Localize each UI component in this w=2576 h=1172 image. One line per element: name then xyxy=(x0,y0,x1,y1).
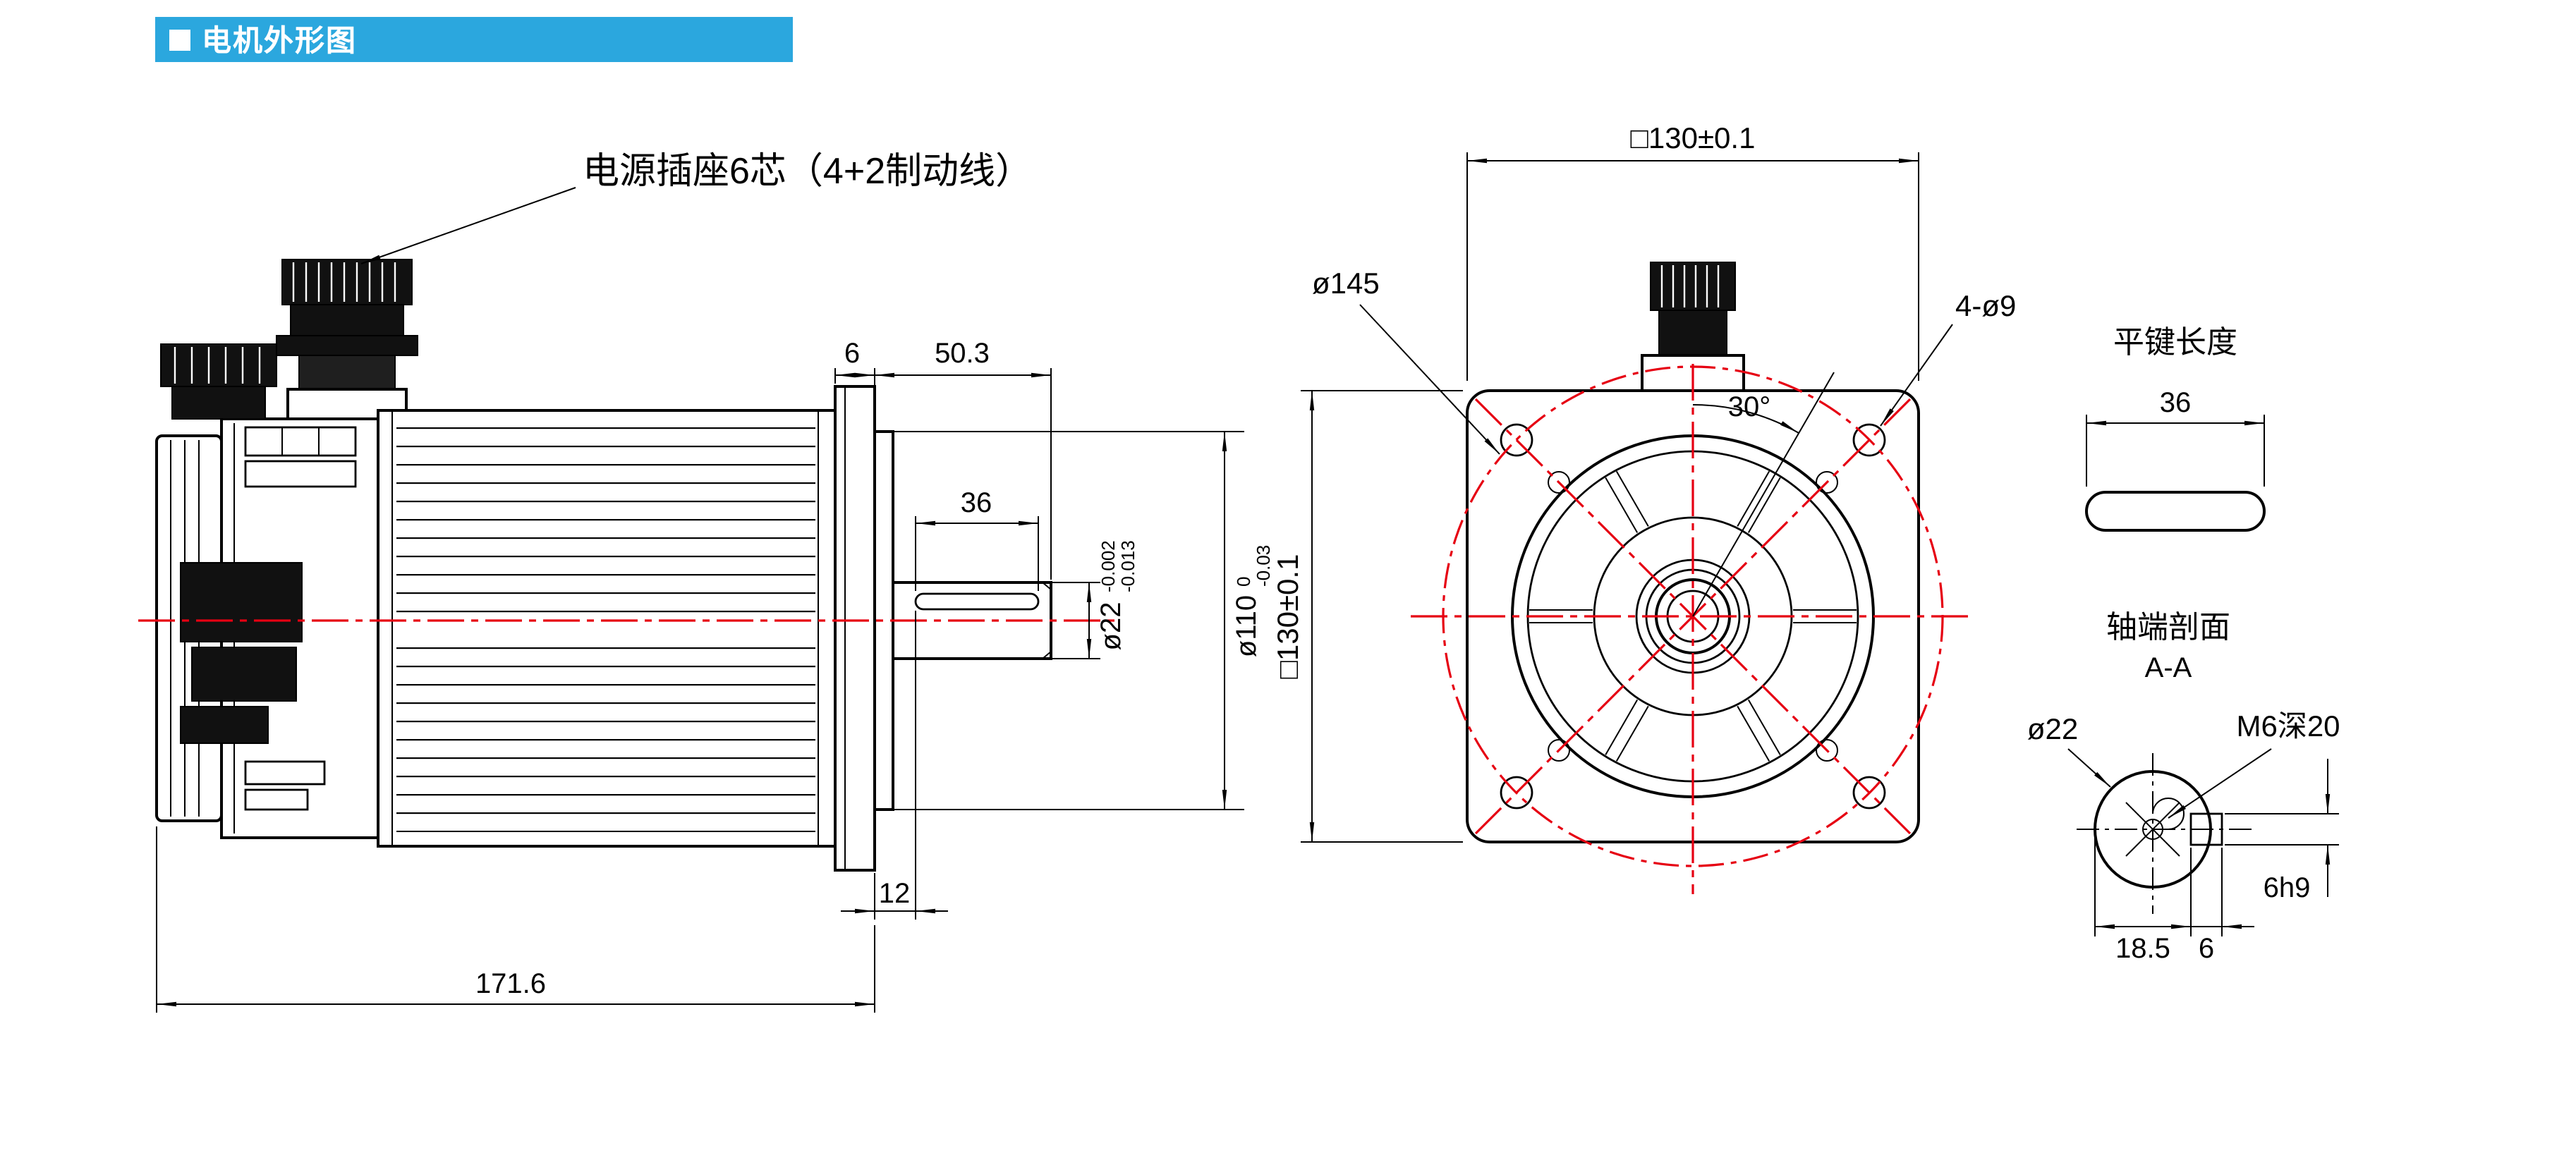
dim-flange-and-shaft: 6 50.3 xyxy=(834,338,1052,580)
header-square-icon xyxy=(169,29,190,50)
key-width-value: 6h9 xyxy=(2264,872,2311,903)
shaft-section-view: 轴端剖面 A-A ø22 M6深20 xyxy=(2027,610,2340,964)
pilot-dia-value: ø110 xyxy=(1231,595,1262,657)
dim-key-length-side: 36 xyxy=(915,487,1039,591)
dim-shaft-diameter: ø22 -0.002 -0.013 xyxy=(1051,540,1138,659)
dim-flange-height: □130±0.1 xyxy=(1271,390,1463,843)
connector-leader-line xyxy=(360,187,576,264)
pilot-tol-upper: 0 xyxy=(1233,577,1254,587)
key-cross-section xyxy=(2189,812,2223,846)
key-view: 平键长度 36 xyxy=(2085,325,2266,532)
key-view-title: 平键长度 xyxy=(2113,325,2237,360)
motor-body xyxy=(377,409,839,848)
connector-label: 电源插座6芯（4+2制动线） xyxy=(583,151,1032,192)
encoder-connector xyxy=(160,343,277,420)
dim-key-length: 36 xyxy=(961,487,992,518)
shaft-tol-lower: -0.013 xyxy=(1117,540,1138,592)
dim-flange-thickness: 6 xyxy=(844,338,860,369)
dim-key-width: 6h9 xyxy=(2225,759,2339,903)
casting-webs xyxy=(1529,470,1857,762)
cover-screw-holes xyxy=(1548,471,1838,762)
dim-keyway-depth: 18.5 6 xyxy=(2094,836,2254,964)
cooling-fins-bottom xyxy=(396,647,815,832)
bolt-circle-label: ø145 xyxy=(1312,267,1380,300)
terminal-blocks xyxy=(244,426,357,811)
shaft-tol-upper: -0.002 xyxy=(1098,540,1119,592)
mounting-holes-label: 4-ø9 xyxy=(1955,289,2016,322)
mounting-holes xyxy=(1500,423,1886,810)
rear-housing xyxy=(155,417,379,839)
dim-overall-length: 171.6 xyxy=(156,826,875,1013)
center-tap-leader xyxy=(2168,748,2272,819)
dim-pilot-diameter: ø110 0 -0.03 xyxy=(893,431,1274,810)
bolt-circle-leader xyxy=(1359,304,1500,455)
section-label: A-A xyxy=(2145,652,2192,683)
section-shaft-dia: ø22 xyxy=(2027,712,2078,745)
dim-key-offset: 12 xyxy=(841,611,948,920)
section-header: 电机外形图 xyxy=(155,17,793,62)
page-title: 电机外形图 xyxy=(202,25,357,58)
keyway-slot xyxy=(914,592,1040,611)
front-flange xyxy=(834,385,894,872)
dim-flat-value: 18.5 xyxy=(2115,933,2170,964)
cooling-fins-top xyxy=(396,427,815,614)
section-title: 轴端剖面 xyxy=(2106,610,2230,645)
shaft-dia-value: ø22 xyxy=(1095,602,1126,651)
mounting-holes-leader xyxy=(1880,324,1953,427)
dim-overall-length-value: 171.6 xyxy=(475,968,546,999)
pilot-tol-lower: -0.03 xyxy=(1253,545,1274,587)
brake-silhouette xyxy=(180,562,303,744)
key-length-dim: 36 xyxy=(2160,387,2192,418)
angle-annotation: 30° xyxy=(1692,372,1835,617)
dim-shaft-extension: 50.3 xyxy=(935,338,990,369)
thread-representation xyxy=(2125,798,2185,857)
dim-flange-width: □130±0.1 xyxy=(1466,121,1919,381)
flat-key-shape xyxy=(2085,491,2266,532)
dim-key-offset-value: 12 xyxy=(879,878,911,909)
dim-key-value: 6 xyxy=(2199,933,2214,964)
dim-flange-height-value: □130±0.1 xyxy=(1271,554,1304,679)
side-view: 电源插座6芯（4+2制动线） 6 50.3 36 xyxy=(138,151,1274,1013)
hole-angle-label: 30° xyxy=(1728,391,1771,422)
center-tap-label: M6深20 xyxy=(2236,709,2340,743)
front-view: 30° ø145 4-ø9 □130±0.1 □130±0.1 xyxy=(1271,121,2016,894)
section-shaft-dia-leader xyxy=(2067,748,2111,788)
power-connector xyxy=(276,259,418,420)
dim-flange-width-value: □130±0.1 xyxy=(1631,121,1756,154)
